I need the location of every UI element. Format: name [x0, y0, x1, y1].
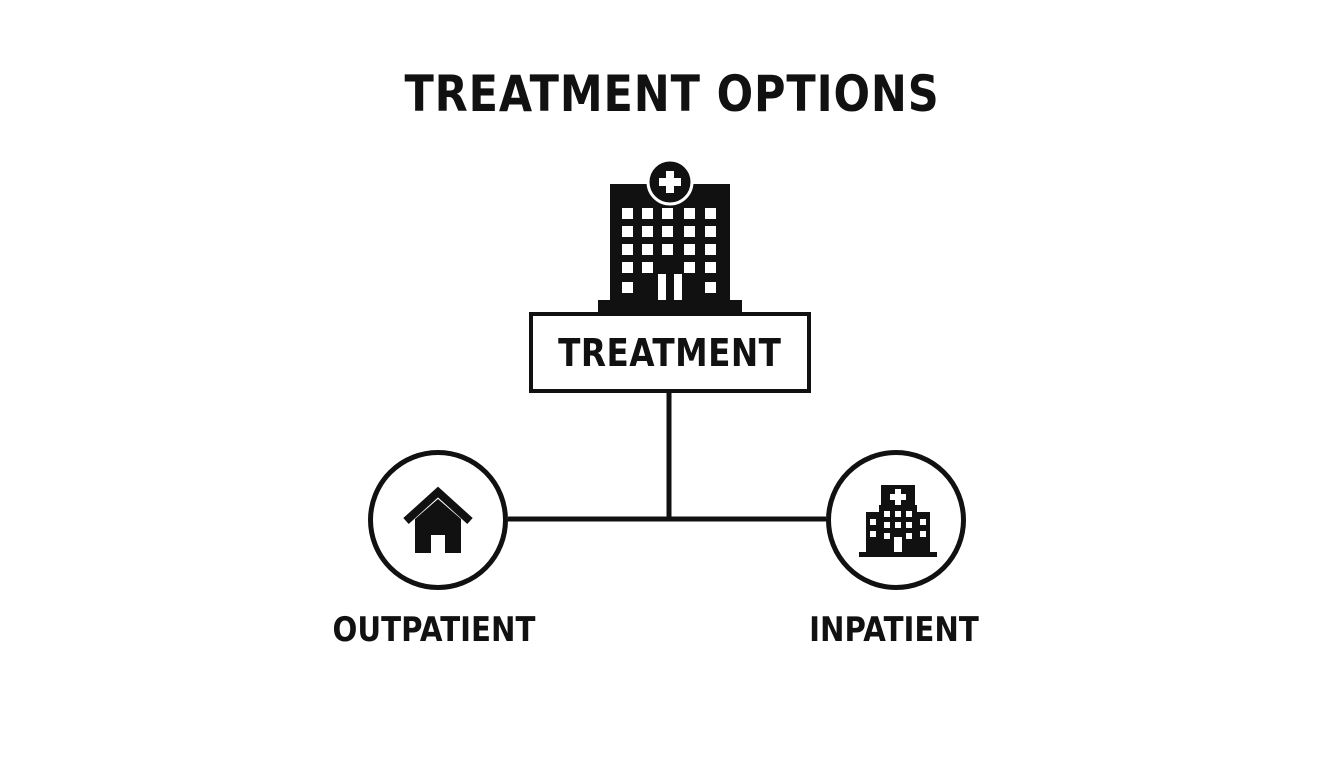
hospital-building-icon	[598, 158, 742, 312]
branch-label-outpatient: OUTPATIENT	[332, 610, 536, 650]
root-node-label: TREATMENT	[558, 330, 782, 375]
branch-label-inpatient: INPATIENT	[809, 610, 979, 650]
diagram-title: TREATMENT OPTIONS	[404, 65, 940, 123]
root-node-treatment: TREATMENT	[529, 312, 811, 393]
hospital-icon	[859, 485, 937, 557]
branch-node-inpatient	[826, 450, 966, 590]
house-icon	[403, 486, 473, 553]
branch-node-outpatient	[368, 450, 508, 590]
